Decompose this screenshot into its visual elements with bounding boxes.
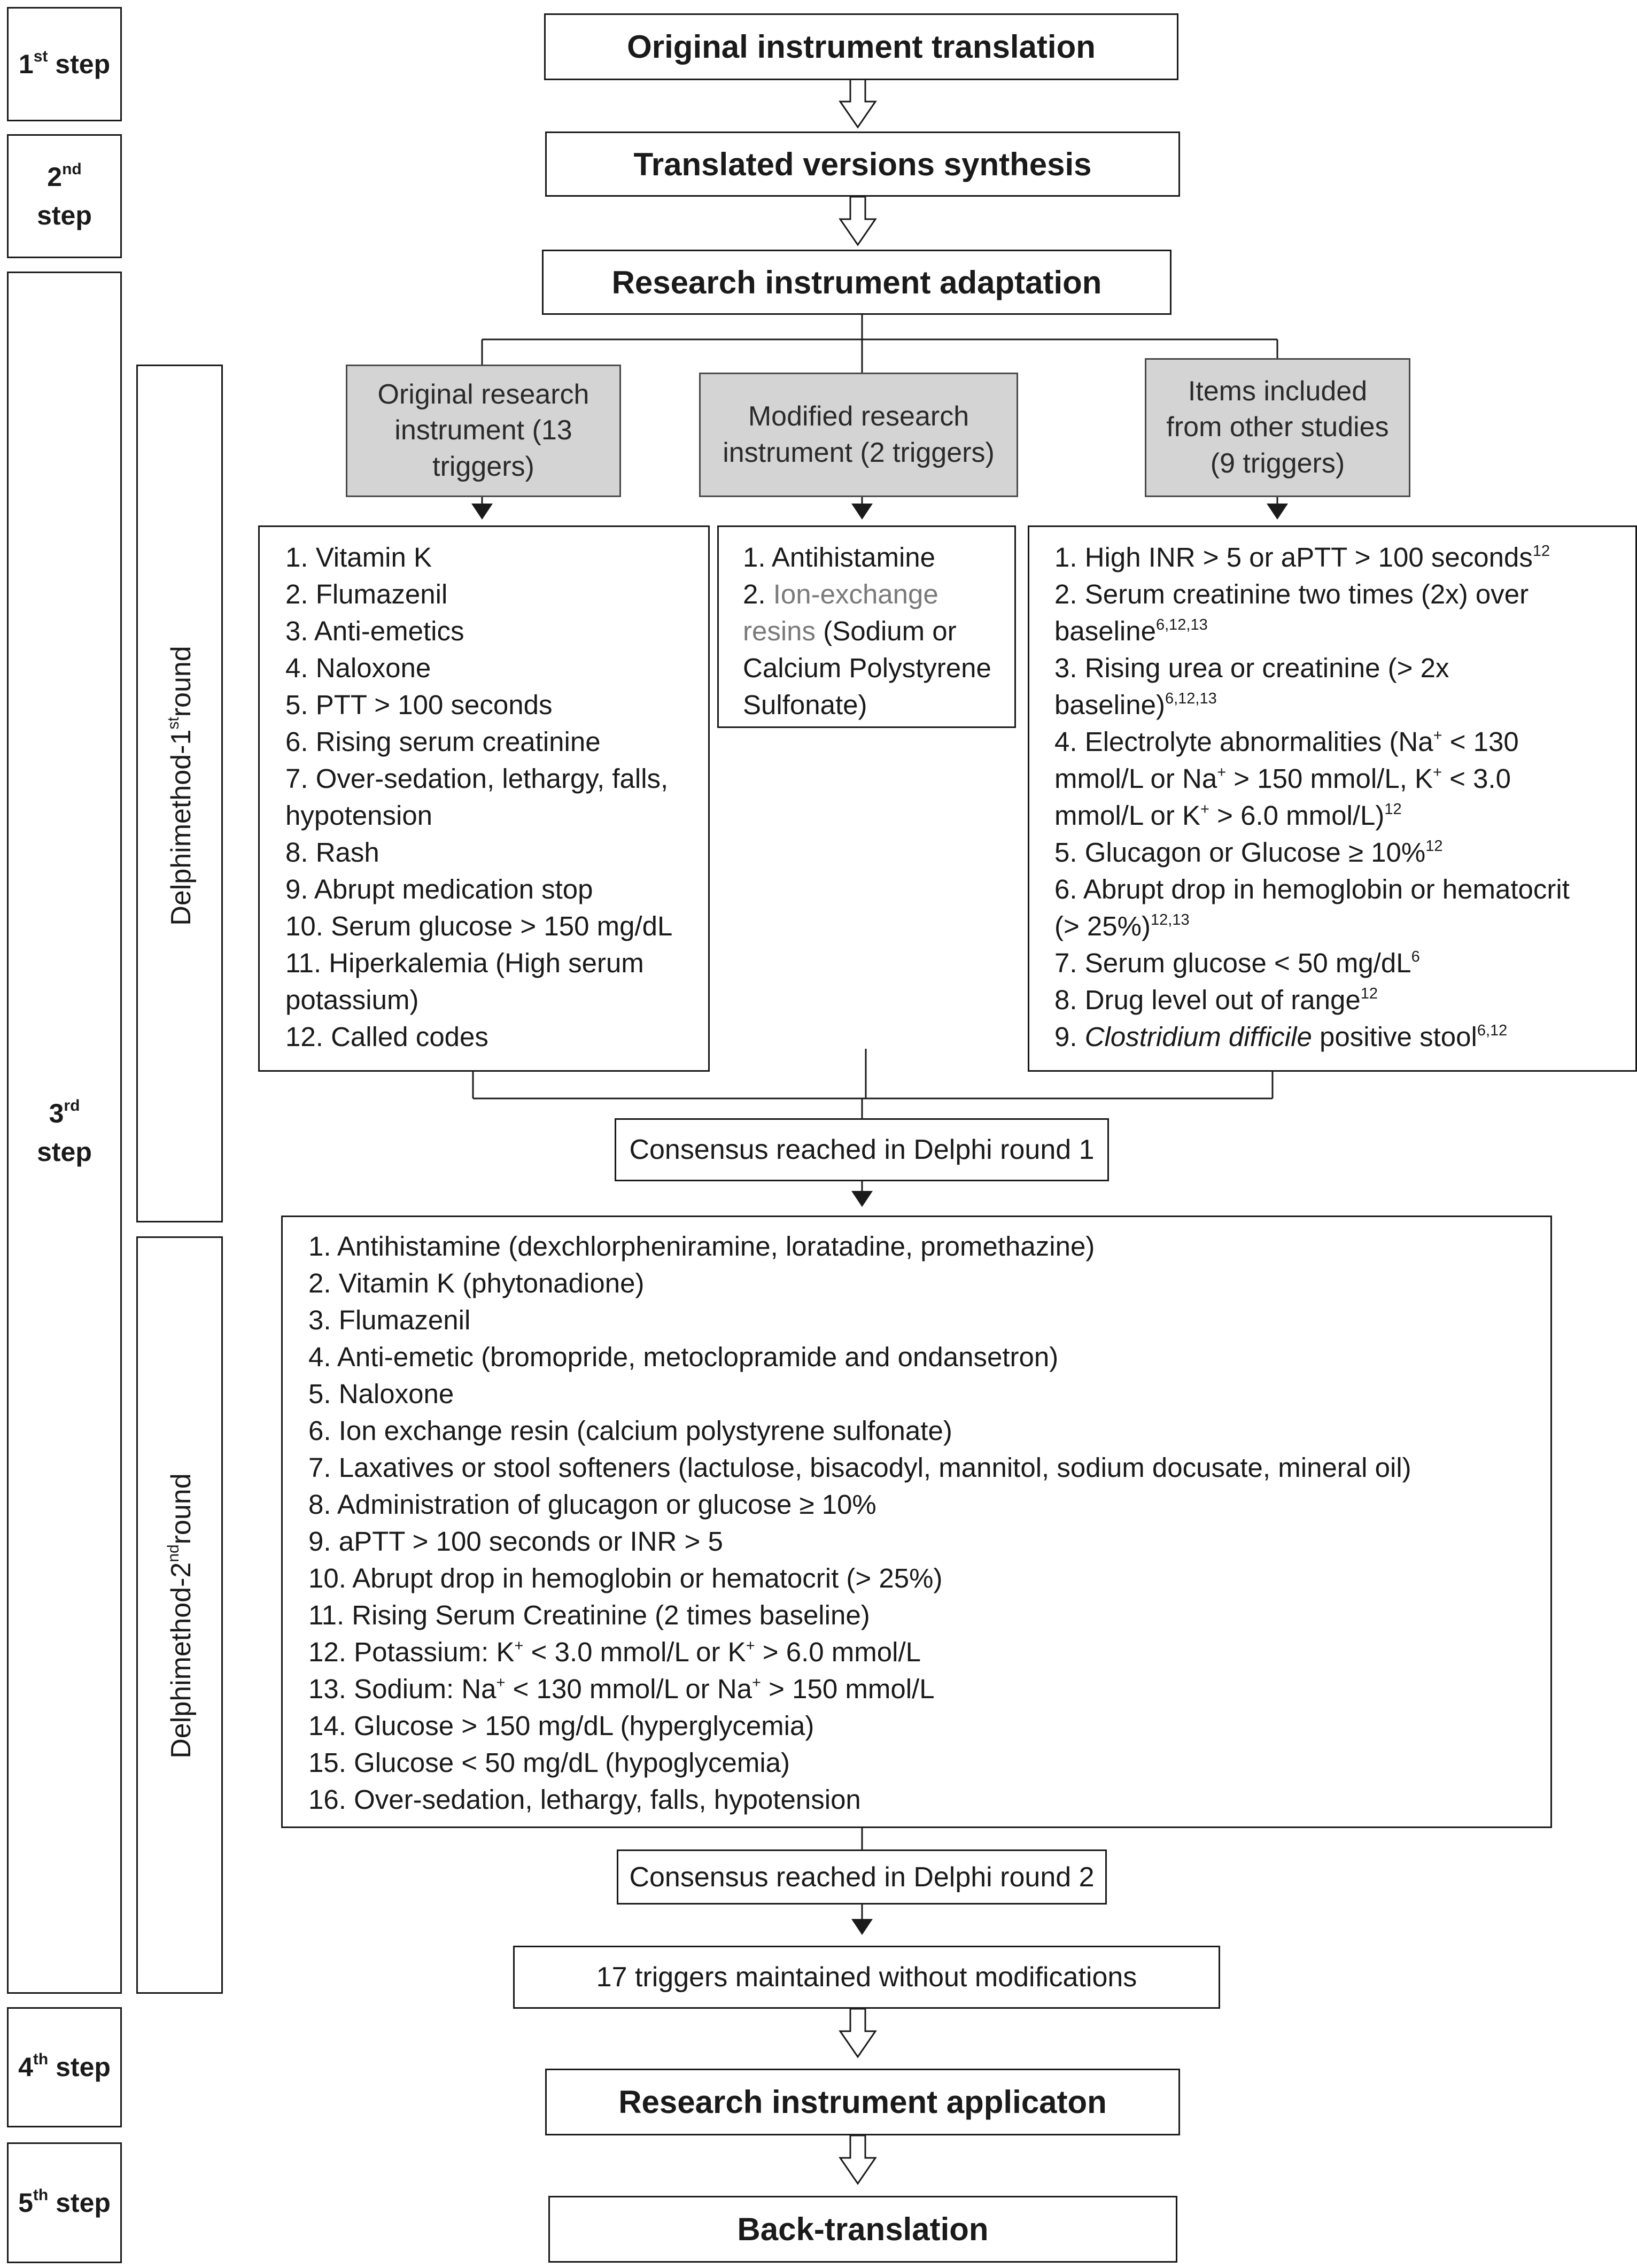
category-to-list-connectors (481, 497, 1278, 516)
list-item: 9. Abrupt medication stop (285, 874, 593, 904)
round2-trigger-list: 1. Antihistamine (dexchlorpheniramine, l… (281, 1216, 1552, 1828)
list-item: 3. Rising urea or creatinine (> 2x (1054, 653, 1449, 683)
delphi-round1-panel: Delphimethod-1stround (136, 365, 223, 1222)
list-item: 7. Laxatives or stool softeners (lactulo… (308, 1452, 1411, 1483)
list-item: baseline)6,12,13 (1054, 690, 1217, 720)
delphi-round1-label: Delphimethod-1stround (165, 646, 197, 926)
list-item: 3. Flumazenil (308, 1305, 471, 1335)
list-item: 10. Abrupt drop in hemoglobin or hematoc… (308, 1563, 943, 1593)
list-item: 6. Rising serum creatinine (285, 726, 601, 757)
original-translation-box: Original instrument translation (544, 13, 1178, 80)
list-item: 6. Abrupt drop in hemoglobin or hematocr… (1054, 874, 1570, 904)
branch-connector (481, 315, 1278, 373)
list-item: 2. Ion-exchange (743, 579, 938, 609)
modified-trigger-list: 1. Antihistamine 2. Ion-exchange resins … (717, 525, 1016, 728)
list-item: 5. Glucagon or Glucose ≥ 10%12 (1054, 837, 1443, 868)
list-item: 8. Administration of glucagon or glucose… (308, 1489, 876, 1520)
arrowhead-maintained (851, 1919, 873, 1935)
list-item: 1. Vitamin K (285, 542, 432, 572)
list-item: 1. Antihistamine (dexchlorpheniramine, l… (308, 1231, 1095, 1261)
list-item: 9. Clostridium difficile positive stool6… (1054, 1021, 1508, 1052)
list-item: baseline6,12,13 (1054, 616, 1208, 646)
list-item: 15. Glucose < 50 mg/dL (hypoglycemia) (308, 1747, 790, 1778)
list-item: 4. Electrolyte abnormalities (Na+ < 130 (1054, 726, 1519, 757)
list-item: 10. Serum glucose > 150 mg/dL (285, 911, 673, 941)
hollow-arrow-1 (839, 78, 877, 129)
arrowhead-modified (851, 504, 873, 520)
list-item: 11. Rising Serum Creatinine (2 times bas… (308, 1600, 870, 1630)
list-item: (> 25%)12,13 (1054, 911, 1190, 941)
hollow-arrow-4 (839, 2134, 877, 2185)
list-item: 7. Over-sedation, lethargy, falls, (285, 763, 669, 794)
synthesis-box: Translated versions synthesis (545, 131, 1180, 197)
delphi-round2-panel: Delphimethod-2ndround (136, 1236, 223, 1994)
hollow-arrow-2 (839, 196, 877, 246)
list-item: mmol/L or K+ > 6.0 mmol/L)12 (1054, 800, 1402, 831)
list-item: mmol/L or Na+ > 150 mmol/L, K+ < 3.0 (1054, 763, 1511, 794)
list-item: 12. Potassium: K+ < 3.0 mmol/L or K+ > 6… (308, 1637, 921, 1667)
consensus-round2-box: Consensus reached in Delphi round 2 (617, 1849, 1107, 1905)
list-item: 9. aPTT > 100 seconds or INR > 5 (308, 1526, 723, 1557)
list-item: 5. Naloxone (308, 1379, 454, 1409)
list-item: 1. Antihistamine (743, 542, 936, 572)
step1-label: 1st step (7, 7, 122, 121)
list-item: 2. Serum creatinine two times (2x) over (1054, 579, 1529, 609)
list-item: 4. Naloxone (285, 653, 431, 683)
adaptation-box: Research instrument adaptation (542, 250, 1171, 315)
step5-label: 5th step (7, 2142, 122, 2263)
maintained-triggers-box: 17 triggers maintained without modificat… (513, 1946, 1220, 2009)
back-translation-box: Back-translation (548, 2196, 1177, 2263)
merge-connector (472, 1049, 1274, 1125)
list-item: 14. Glucose > 150 mg/dL (hyperglycemia) (308, 1710, 814, 1741)
step4-label: 4th step (7, 2007, 122, 2127)
other-trigger-list: 1. High INR > 5 or aPTT > 100 seconds12 … (1028, 525, 1637, 1072)
list-item: 2. Flumazenil (285, 579, 448, 609)
list-item: 16. Over-sedation, lethargy, falls, hypo… (308, 1784, 861, 1815)
list-item: 1. High INR > 5 or aPTT > 100 seconds12 (1054, 542, 1550, 572)
list-item: Sulfonate) (743, 690, 867, 720)
delphi-round2-label: Delphimethod-2ndround (165, 1473, 197, 1759)
list-item: 13. Sodium: Na+ < 130 mmol/L or Na+ > 15… (308, 1674, 935, 1704)
list-item: 11. Hiperkalemia (High serum (285, 948, 644, 978)
original-trigger-list: 1. Vitamin K 2. Flumazenil 3. Anti-emeti… (258, 525, 710, 1072)
arrowhead-other (1267, 504, 1288, 520)
list-item: 8. Rash (285, 837, 379, 868)
list-item: 6. Ion exchange resin (calcium polystyre… (308, 1415, 952, 1446)
list-item: 8. Drug level out of range12 (1054, 985, 1378, 1015)
list-item: 3. Anti-emetics (285, 616, 464, 646)
list-item: 4. Anti-emetic (bromopride, metocloprami… (308, 1342, 1059, 1372)
consensus-round1-box: Consensus reached in Delphi round 1 (615, 1118, 1109, 1181)
list-item: potassium) (285, 985, 419, 1015)
application-box: Research instrument applicaton (545, 2069, 1180, 2135)
list-item: 7. Serum glucose < 50 mg/dL6 (1054, 948, 1420, 978)
list-item: 2. Vitamin K (phytonadione) (308, 1268, 645, 1298)
arrowhead-original (471, 504, 493, 520)
list-item: Calcium Polystyrene (743, 653, 991, 683)
list-item: 5. PTT > 100 seconds (285, 690, 553, 720)
list-item: 12. Called codes (285, 1021, 488, 1052)
list-item: resins (Sodium or (743, 616, 957, 646)
list-item: hypotension (285, 800, 433, 831)
arrowhead-round2 (851, 1191, 873, 1207)
hollow-arrow-3 (839, 2008, 877, 2058)
